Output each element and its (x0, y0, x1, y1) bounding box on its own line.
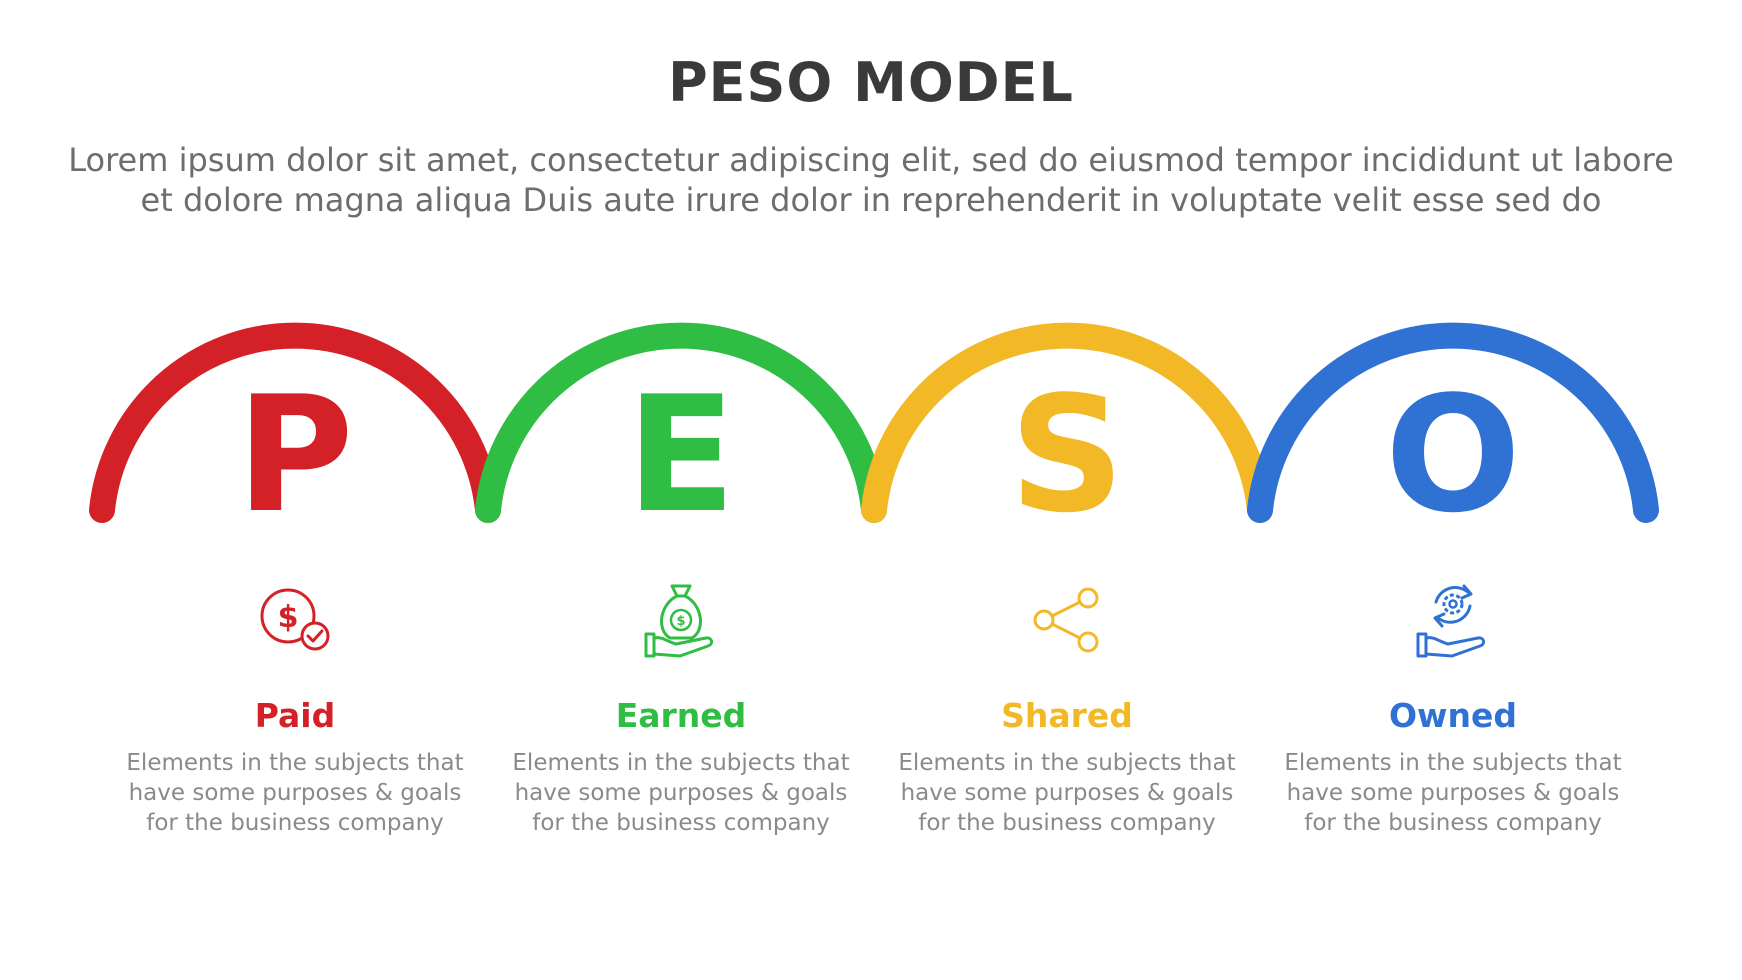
desc-shared: Elements in the subjects that have some … (887, 748, 1247, 838)
desc-line: for the business company (532, 810, 830, 836)
desc-line: for the business company (918, 810, 1216, 836)
label-owned: Owned (1388, 696, 1518, 735)
letter-p: P (236, 361, 354, 548)
desc-line: have some purposes & goals (1286, 780, 1620, 806)
subtitle-line-1: Lorem ipsum dolor sit amet, consectetur … (68, 141, 1674, 179)
desc-line: Elements in the subjects that (898, 750, 1236, 776)
dollar-coin-check-icon: $ (250, 572, 340, 662)
desc-paid: Elements in the subjects that have some … (115, 748, 475, 838)
arc-shared (861, 322, 1273, 523)
desc-line: have some purposes & goals (900, 780, 1234, 806)
subtitle-line-2: et dolore magna aliqua Duis aute irure d… (140, 181, 1602, 219)
money-bag-hand-icon: $ (636, 572, 726, 662)
svg-text:$: $ (676, 614, 685, 629)
gear-hand-icon (1408, 572, 1498, 662)
letter-o: O (1384, 361, 1521, 548)
desc-line: have some purposes & goals (128, 780, 462, 806)
desc-line: Elements in the subjects that (512, 750, 850, 776)
arc-paid (89, 322, 501, 523)
page-subtitle: Lorem ipsum dolor sit amet, consectetur … (60, 140, 1682, 220)
desc-earned: Elements in the subjects that have some … (501, 748, 861, 838)
letter-s: S (1009, 361, 1125, 548)
label-earned: Earned (615, 696, 747, 735)
desc-line: for the business company (146, 810, 444, 836)
desc-owned: Elements in the subjects that have some … (1273, 748, 1633, 838)
desc-line: Elements in the subjects that (1284, 750, 1622, 776)
page-title: PESO MODEL (668, 51, 1074, 114)
desc-line: for the business company (1304, 810, 1602, 836)
label-paid: Paid (254, 696, 336, 735)
desc-line: Elements in the subjects that (126, 750, 464, 776)
share-icon (1022, 572, 1112, 662)
label-shared: Shared (1001, 696, 1133, 735)
arc-earned (475, 322, 887, 523)
desc-line: have some purposes & goals (514, 780, 848, 806)
svg-text:$: $ (278, 600, 299, 635)
letter-e: E (626, 361, 736, 548)
arc-owned (1247, 322, 1659, 523)
